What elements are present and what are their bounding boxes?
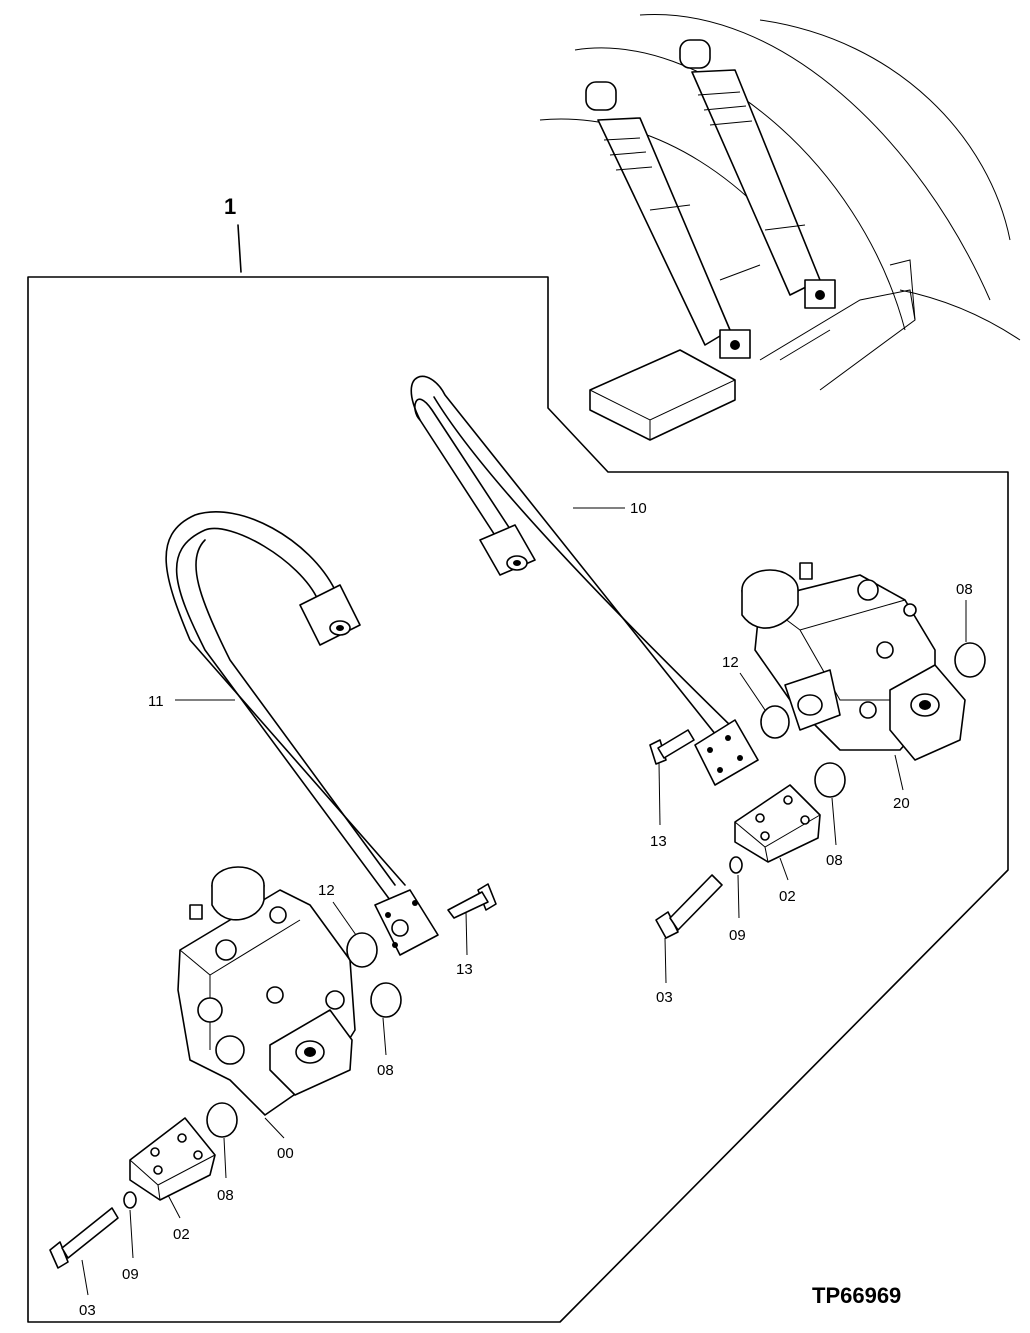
main-label-leader [237, 224, 242, 273]
callout-02-right: 02 [779, 888, 796, 905]
callout-08-right-lower: 08 [826, 852, 843, 869]
o-rings [206, 642, 986, 1138]
callout-08-left-upper: 08 [377, 1062, 394, 1079]
callout-08-right-upper: 08 [956, 581, 973, 598]
hose-10 [410, 375, 759, 786]
callout-13-left: 13 [456, 961, 473, 978]
flanges [129, 784, 821, 1201]
machine-location-inset [539, 14, 1021, 441]
figure-id: TP66969 [812, 1283, 901, 1308]
callout-02-left: 02 [173, 1226, 190, 1243]
callout-03-left: 03 [79, 1302, 96, 1319]
callout-03-right: 03 [656, 989, 673, 1006]
bolts-and-washers [49, 729, 743, 1269]
callout-20: 20 [893, 795, 910, 812]
callout-08-left-lower: 08 [217, 1187, 234, 1204]
hose-11 [165, 511, 439, 956]
leader-lines [81, 507, 967, 1296]
callout-12-left: 12 [318, 882, 335, 899]
callout-10: 10 [630, 500, 647, 517]
callout-labels: 10 11 12 13 08 00 08 02 09 03 12 13 08 2… [79, 500, 973, 1319]
valve-00 [177, 866, 356, 1116]
main-assembly-label: 1 [224, 194, 236, 219]
assembly-boundary [27, 276, 1009, 1323]
callout-13-right: 13 [650, 833, 667, 850]
callout-11: 11 [148, 693, 164, 710]
valve-20 [741, 562, 966, 761]
callout-12-right: 12 [722, 654, 739, 671]
callout-09-right: 09 [729, 927, 746, 944]
callout-00: 00 [277, 1145, 294, 1162]
callout-09-left: 09 [122, 1266, 139, 1283]
